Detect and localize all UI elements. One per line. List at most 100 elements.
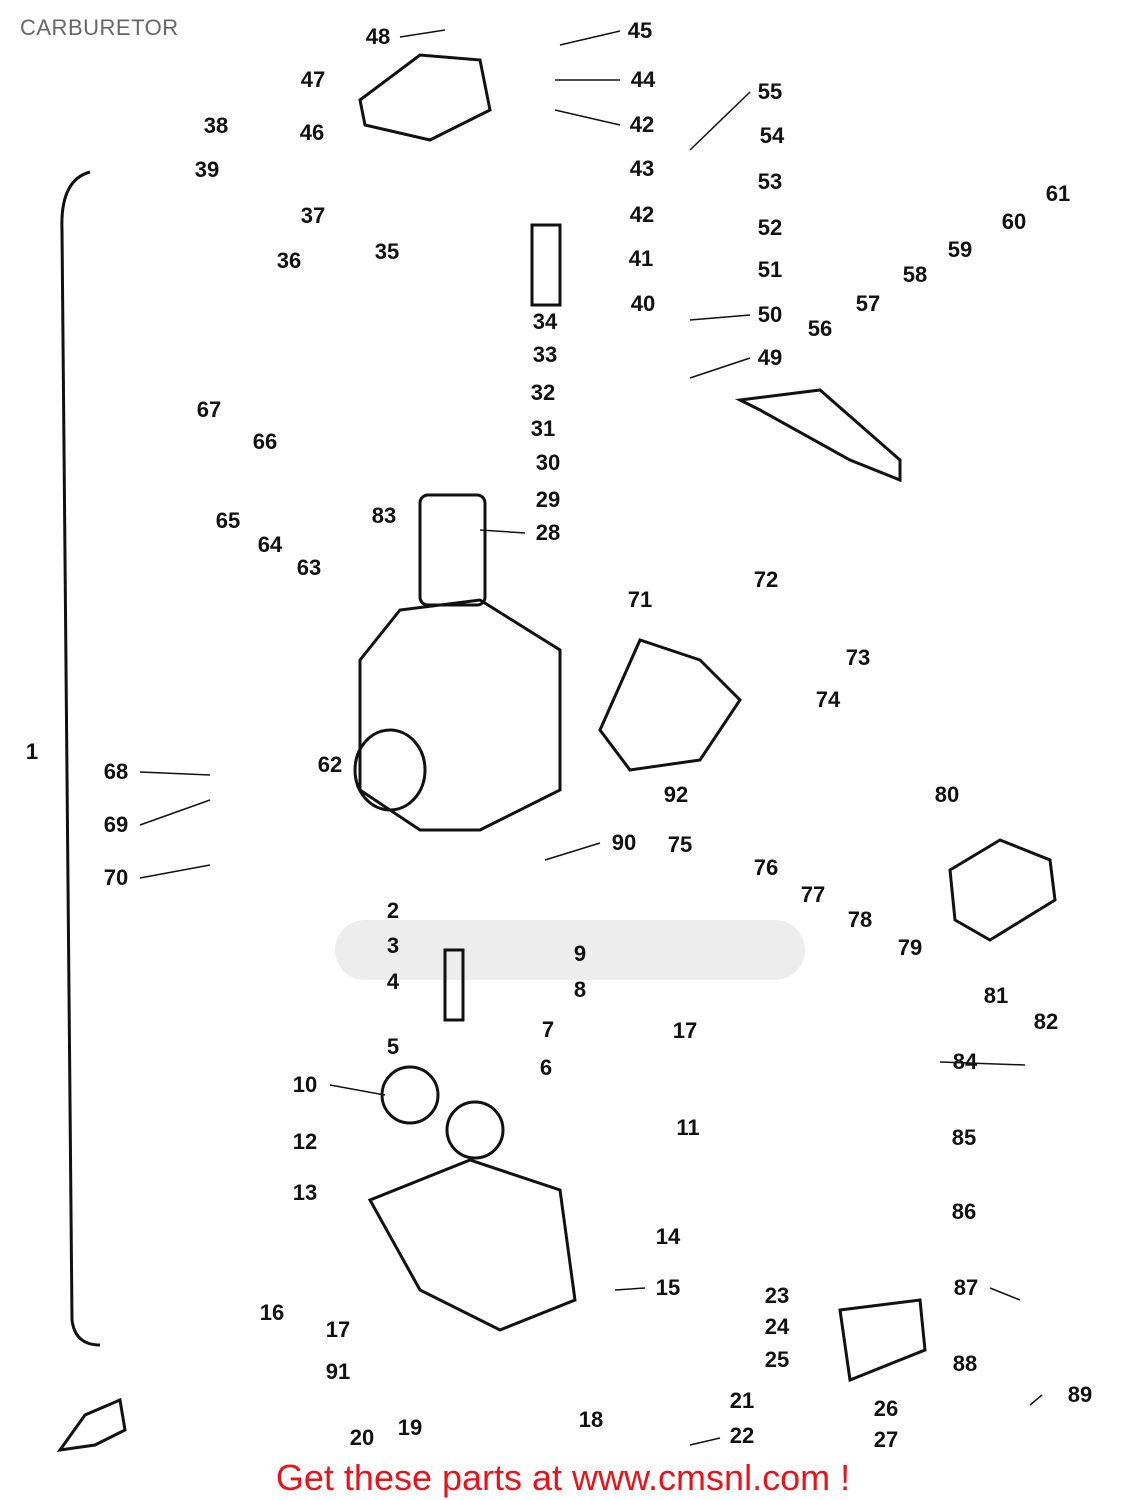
part-number-label: 83 [371, 503, 397, 528]
part-number-label: 19 [397, 1415, 423, 1440]
part-number-label: 40 [630, 291, 656, 316]
link-lever [734, 388, 902, 483]
part-number-label: 62 [317, 752, 343, 777]
main-jet-tube [443, 948, 465, 1022]
part-number-label: 76 [753, 855, 779, 880]
part-number-label: 63 [296, 555, 322, 580]
part-number-label: 22 [729, 1423, 755, 1448]
part-number-label: 1 [25, 739, 39, 764]
part-number-label: 74 [815, 687, 841, 712]
part-number-label: 14 [655, 1224, 681, 1249]
part-number-label: 20 [349, 1425, 375, 1450]
part-number-label: 32 [530, 380, 556, 405]
part-number-label: 53 [757, 169, 783, 194]
part-number-label: 58 [902, 262, 928, 287]
part-number-label: 48 [365, 24, 391, 49]
part-number-label: 31 [530, 416, 556, 441]
diagram-title: CARBURETOR [20, 15, 179, 40]
part-number-label: 61 [1045, 181, 1071, 206]
part-number-label: 65 [215, 508, 241, 533]
carburetor-intake [353, 728, 427, 812]
part-number-label: 15 [655, 1275, 681, 1300]
part-number-label: 75 [667, 832, 693, 857]
part-number-label: 6 [539, 1055, 553, 1080]
part-number-label: 69 [103, 812, 129, 837]
part-number-label: 17 [672, 1018, 698, 1043]
part-number-label: 24 [764, 1314, 790, 1339]
part-number-label: 80 [934, 782, 960, 807]
part-number-label: 34 [532, 309, 558, 334]
part-number-label: 81 [983, 983, 1009, 1008]
choke-cover [948, 838, 1057, 942]
part-number-label: 37 [300, 203, 326, 228]
throttle-slide [418, 493, 487, 607]
part-number-label: 73 [845, 645, 871, 670]
part-number-label: 67 [196, 397, 222, 422]
part-number-label: 23 [764, 1283, 790, 1308]
part-number-label: 9 [573, 941, 587, 966]
part-number-label: 10 [292, 1072, 318, 1097]
leader-lines [139, 29, 1043, 1446]
throttle-lever [598, 638, 742, 772]
part-number-label: 18 [578, 1407, 604, 1432]
fwd-arrow [56, 1397, 127, 1452]
part-number-label: 43 [629, 156, 655, 181]
part-number-label: 46 [299, 120, 325, 145]
part-number-label: 3 [386, 933, 400, 958]
part-number-label: 16 [259, 1300, 285, 1325]
part-number-label: 64 [257, 532, 283, 557]
part-number-label: 38 [203, 113, 229, 138]
part-number-label: 25 [764, 1347, 790, 1372]
part-number-label: 84 [952, 1049, 978, 1074]
part-number-label: 47 [300, 67, 326, 92]
part-number-label: 12 [292, 1129, 318, 1154]
part-number-label: 36 [276, 248, 302, 273]
part-number-label: 86 [951, 1199, 977, 1224]
part-number-label: 33 [532, 342, 558, 367]
accelerator-pump [838, 1298, 927, 1383]
part-number-label: 66 [252, 429, 278, 454]
part-number-label: 30 [535, 450, 561, 475]
part-number-label: 42 [629, 202, 655, 227]
part-number-label: 59 [947, 237, 973, 262]
part-number-label: 8 [573, 977, 587, 1002]
part-number-label: 21 [729, 1388, 755, 1413]
part-number-label: 68 [103, 759, 129, 784]
part-number-label: 54 [759, 123, 785, 148]
part-number-label: 13 [292, 1180, 318, 1205]
cmsnl-footer-link[interactable]: Get these parts at www.cmsnl.com ! [275, 1457, 851, 1498]
part-number-label: 57 [855, 291, 881, 316]
part-number-label: 29 [535, 487, 561, 512]
part-number-label: 89 [1067, 1382, 1093, 1407]
part-number-label: 87 [953, 1275, 979, 1300]
part-number-label: 7 [541, 1017, 555, 1042]
part-number-label: 51 [757, 257, 783, 282]
part-number-label: 79 [897, 935, 923, 960]
part-number-label: 42 [629, 112, 655, 137]
float-bowl [367, 1158, 577, 1332]
part-number-label: 56 [807, 316, 833, 341]
part-number-label: 41 [628, 246, 654, 271]
part-number-label: 49 [757, 345, 783, 370]
part-number-label: 11 [676, 1115, 700, 1140]
part-number-label: 4 [386, 969, 400, 994]
part-number-label: 91 [325, 1359, 351, 1384]
top-cover [358, 53, 492, 142]
part-number-label: 55 [757, 79, 783, 104]
part-number-label: 39 [194, 157, 220, 182]
watermark [335, 920, 805, 980]
part-number-label: 52 [757, 215, 783, 240]
part-number-label: 72 [753, 567, 779, 592]
part-number-label: 28 [535, 520, 561, 545]
part-number-label: 71 [627, 587, 653, 612]
part-number-label: 60 [1001, 209, 1027, 234]
carburetor-body [358, 598, 562, 832]
part-number-label: 85 [951, 1125, 977, 1150]
part-number-label: 27 [873, 1427, 899, 1452]
needle-holder [530, 223, 562, 307]
float-left [380, 1065, 440, 1125]
part-number-label: 17 [325, 1317, 351, 1342]
part-number-label: 88 [952, 1351, 978, 1376]
part-number-label: 5 [386, 1034, 400, 1059]
